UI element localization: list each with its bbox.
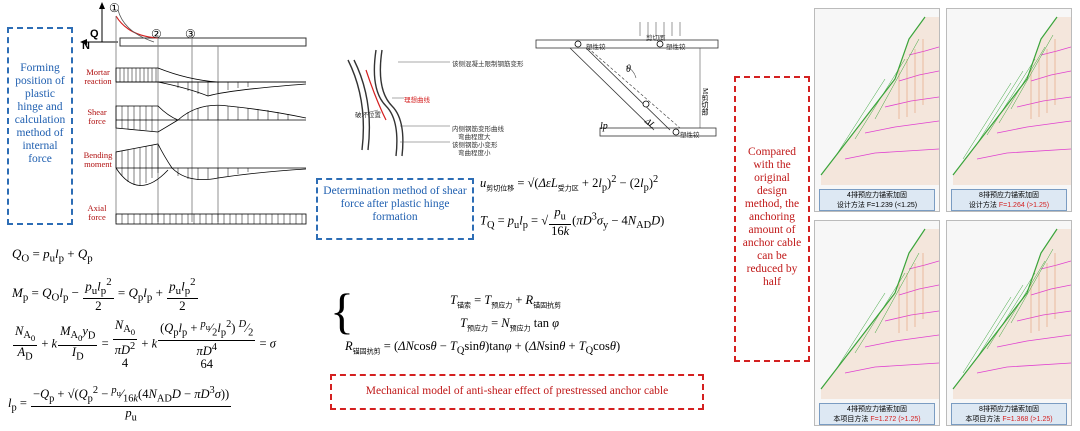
lp-label: lp	[600, 121, 608, 132]
panel-2-note: (>1.25)	[1026, 202, 1050, 209]
panel-3-method: 本项目方法	[833, 416, 869, 423]
panel-4-method: 本项目方法	[965, 416, 1001, 423]
hinge-label-3: 塑性铰	[680, 132, 700, 139]
internal-force-diagram	[80, 2, 307, 225]
pile-bar	[119, 37, 307, 47]
slope-graphic-2	[952, 16, 1072, 185]
anchor-brace: {	[330, 283, 354, 339]
lp-equation: lp = −Qp + √(Qp2 − pu⁄16k(4NADD − πD3σ))…	[8, 385, 232, 424]
anchor-model-box	[330, 374, 704, 410]
slope-graphic-3	[820, 228, 940, 399]
slope-panel-1: 4排预应力锚索加固 设计方法 F=1.239 (<1.25)	[814, 8, 940, 212]
circle-2-label: ②	[151, 27, 162, 41]
sketch-label-4: 内侧钢筋变形曲线	[452, 126, 504, 133]
anchor-eq-3: R锚固抗剪 = (ΔNcosθ − TQsinθ)tanφ + (ΔNsinθ …	[345, 339, 621, 357]
mortar-reaction-label: Mortar reaction	[84, 67, 112, 86]
panel-2-caption: 8排预应力锚索加固 设计方法 F=1.264 (>1.25)	[951, 189, 1067, 211]
circle-1-label: ①	[109, 1, 120, 15]
slope-panel-3: 4排预应力锚索加固 本项目方法 F=1.272 (>1.25)	[814, 220, 940, 426]
axial-force-label: Axial force	[87, 203, 107, 222]
hinge-label-1: 塑性铰	[586, 44, 606, 51]
panel-3-value: F=1.272	[870, 416, 897, 423]
panel-1-method: 设计方法	[836, 202, 865, 209]
plastic-hinge-text: Forming position of plastic hinge and ca…	[14, 62, 66, 165]
q0-equation: QO = pulp + Qp	[12, 246, 93, 265]
shear-force-label: Shear force	[87, 107, 107, 126]
panel-2-method: 设计方法	[968, 202, 997, 209]
plastic-hinge-box	[7, 27, 73, 225]
slope-graphic-1	[820, 16, 940, 185]
panel-4-title: 8排预应力锚索加固	[979, 406, 1039, 413]
panel-2-value: F=1.264	[998, 202, 1025, 209]
panel-3-title: 4排预应力锚索加固	[847, 406, 907, 413]
shear-determination-text: Determination method of shear force afte…	[323, 185, 467, 223]
panel-1-value: F=1.239	[866, 202, 893, 209]
theta-label: θ	[626, 64, 631, 75]
anchor-model-text: Mechanical model of anti-shear effect of…	[365, 385, 669, 397]
anchor-eq-1: T锚索 = T预应力 + R锚固抗剪	[450, 293, 562, 310]
panel-4-note: (>1.25)	[1030, 416, 1053, 423]
rebar-deformation-sketch	[347, 49, 450, 157]
slope-panel-2: 8排预应力锚索加固 设计方法 F=1.264 (>1.25)	[946, 8, 1072, 212]
shear-displacement-equation: u剪切位移 = √(ΔεL受力区 + 2lp)2 − (2lp)2	[480, 174, 659, 194]
panel-3-caption: 4排预应力锚索加固 本项目方法 F=1.272 (>1.25)	[819, 403, 935, 425]
sketch-label-6: 该侧钢筋小变形	[452, 142, 498, 149]
sketch-label-2: 理想曲线	[404, 97, 430, 104]
comparison-text: Compared with the original design method…	[742, 146, 802, 288]
slope-graphic-4	[952, 228, 1072, 399]
slope-panel-4: 8排预应力锚索加固 本项目方法 F=1.368 (>1.25)	[946, 220, 1072, 426]
sketch-label-5: 弯曲程度大	[458, 134, 491, 141]
panel-2-title: 8排预应力锚索加固	[979, 192, 1039, 199]
m-label: M剪切部	[701, 88, 709, 116]
axis-n-label: N	[82, 40, 90, 52]
panel-3-note: (>1.25)	[898, 416, 921, 423]
panel-1-title: 4排预应力锚索加固	[847, 192, 907, 199]
panel-1-caption: 4排预应力锚索加固 设计方法 F=1.239 (<1.25)	[819, 189, 935, 211]
shear-determination-box	[316, 178, 474, 240]
sketch-label-1: 该侧混凝土限制钢筋变形	[452, 61, 524, 68]
panel-1-note: (<1.25)	[894, 202, 918, 209]
panel-4-caption: 8排预应力锚索加固 本项目方法 F=1.368 (>1.25)	[951, 403, 1067, 425]
comparison-box	[734, 76, 810, 362]
axis-q-label: Q	[90, 28, 99, 40]
sketch-label-7: 弯曲程度小	[458, 150, 491, 157]
hinge-top-label: 剪切面	[646, 35, 666, 42]
hinge-geometry-sketch	[535, 22, 719, 137]
panel-4-value: F=1.368	[1002, 416, 1029, 423]
sketch-label-3: 破坏位置	[355, 112, 381, 119]
anchor-eq-2: T预应力 = N预应力 tan φ	[460, 316, 560, 333]
bending-moment-label: Bending moment	[83, 150, 113, 169]
circle-3-label: ③	[185, 27, 196, 41]
hinge-label-2: 塑性铰	[666, 44, 686, 51]
